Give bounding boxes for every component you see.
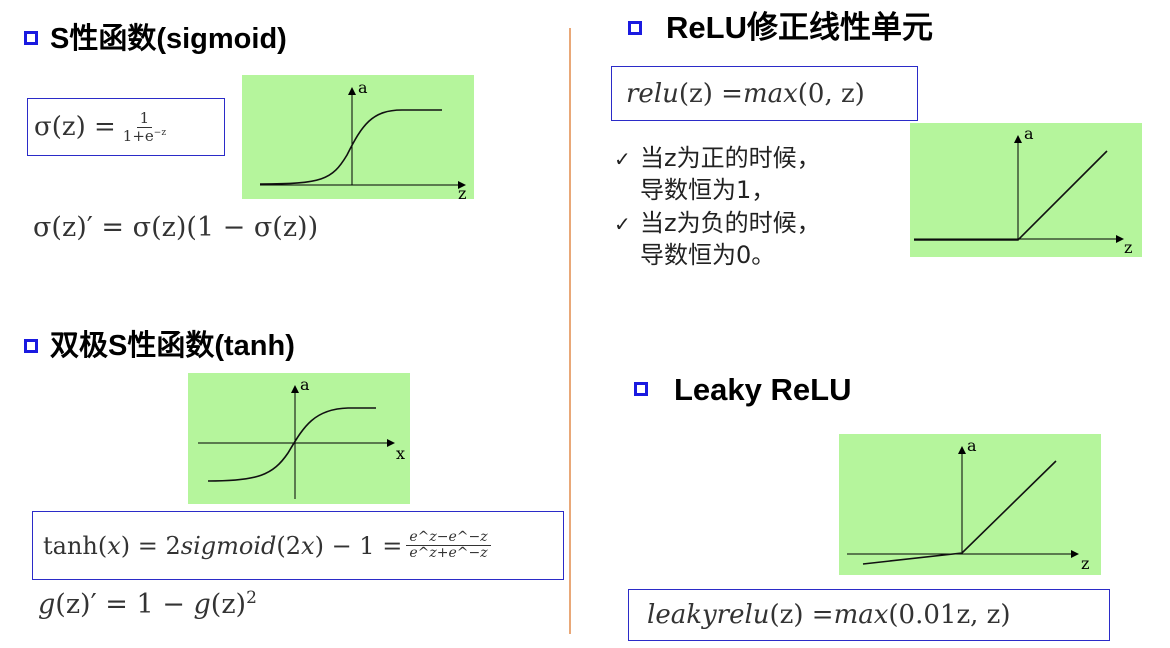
tanh-bullet xyxy=(24,339,38,353)
relu-formula-args: (0, z) xyxy=(797,78,865,109)
relu-note-item: 导数恒为1， xyxy=(614,174,821,206)
tanh-deriv-exp: 2 xyxy=(246,588,257,608)
leaky-ylabel: a xyxy=(967,436,977,455)
relu-note-item: ✓ 当z为负的时候， xyxy=(614,207,821,239)
tanh-formula-arg: (2 xyxy=(276,531,302,560)
relu-note-text: 导数恒为1， xyxy=(640,176,776,205)
relu-graph: a z xyxy=(910,123,1142,257)
tanh-deriv-g2: g xyxy=(193,589,211,620)
sigmoid-formula-den-base: 1+e xyxy=(122,126,154,145)
relu-xlabel: z xyxy=(1124,238,1132,257)
sigmoid-formula-lhs: σ(z) = xyxy=(34,112,116,142)
tanh-curve xyxy=(207,407,376,482)
leaky-heading: Leaky ReLU xyxy=(674,372,852,407)
sigmoid-xlabel: z xyxy=(458,184,466,199)
relu-curve xyxy=(914,150,1108,241)
relu-formula: relu(z) = max(0, z) xyxy=(611,66,918,121)
tanh-ylabel: a xyxy=(300,375,310,394)
relu-heading: ReLU修正线性单元 xyxy=(666,10,933,45)
tanh-graph-svg: a x xyxy=(198,375,405,499)
leaky-formula-name: leakyrelu xyxy=(647,600,770,630)
tanh-formula-x: x xyxy=(107,531,121,560)
leaky-curve xyxy=(862,460,1057,565)
leaky-graph: a z xyxy=(839,434,1101,575)
relu-formula-max: max xyxy=(742,78,798,109)
sigmoid-ylabel: a xyxy=(358,78,368,97)
leaky-formula-args: (0.01z, z) xyxy=(888,600,1011,630)
sigmoid-derivative: σ(z)′ = σ(z)(1 − σ(z)) xyxy=(33,212,319,243)
tanh-formula-fraction: e^z−e^−z e^z+e^−z xyxy=(406,529,491,562)
leaky-formula-eq: (z) = xyxy=(769,600,834,630)
tanh-formula-lhs: tanh( xyxy=(43,531,108,560)
relu-bullet xyxy=(628,21,642,35)
relu-graph-svg: a z xyxy=(914,124,1132,257)
sigmoid-formula-num: 1 xyxy=(136,110,153,128)
sigmoid-graph-svg: a z xyxy=(259,78,466,199)
tanh-formula-den: e^z+e^−z xyxy=(409,545,488,561)
tanh-deriv-b: (z) xyxy=(210,589,247,620)
tanh-deriv-a: (z)′ = 1 − xyxy=(55,589,194,620)
tanh-derivative: g(z)′ = 1 − g(z)2 xyxy=(38,588,257,620)
sigmoid-curve xyxy=(259,109,442,185)
tanh-formula-num: e^z−e^−z xyxy=(406,529,491,546)
check-icon: ✓ xyxy=(614,147,631,171)
section-divider xyxy=(569,28,571,634)
sigmoid-graph: a z xyxy=(242,75,474,199)
tanh-xlabel: x xyxy=(396,444,405,463)
tanh-formula-end: ) − 1 = xyxy=(314,531,403,560)
relu-note-item: ✓ 当z为正的时候， xyxy=(614,142,821,174)
leaky-formula-max: max xyxy=(833,600,889,630)
relu-formula-eq: (z) = xyxy=(678,78,743,109)
relu-note-item: 导数恒为0。 xyxy=(614,239,821,271)
relu-formula-relu: relu xyxy=(626,78,679,109)
leaky-xlabel: z xyxy=(1081,554,1089,573)
tanh-formula-sigmoid: sigmoid xyxy=(180,531,277,560)
tanh-formula-mid: ) = 2 xyxy=(120,531,181,560)
relu-note-text: 导数恒为0。 xyxy=(640,241,776,270)
tanh-graph: a x xyxy=(188,373,410,504)
sigmoid-formula: σ(z) = 1 1+e−z xyxy=(27,98,225,156)
sigmoid-formula-fraction: 1 1+e−z xyxy=(120,110,169,144)
relu-note-text: 当z为正的时候， xyxy=(640,144,821,172)
leaky-graph-svg: a z xyxy=(847,436,1089,573)
relu-note-text: 当z为负的时候， xyxy=(640,208,821,237)
check-icon: ✓ xyxy=(614,211,631,236)
tanh-heading: 双极S性函数(tanh) xyxy=(50,330,295,362)
relu-notes: ✓ 当z为正的时候， 导数恒为1， ✓ 当z为负的时候， 导数恒为0。 xyxy=(614,142,821,272)
leaky-formula: leakyrelu(z) = max(0.01z, z) xyxy=(628,589,1110,641)
tanh-deriv-g1: g xyxy=(38,589,56,620)
sigmoid-formula-den-exp: −z xyxy=(153,127,167,138)
sigmoid-bullet xyxy=(24,31,38,45)
leaky-bullet xyxy=(634,382,648,396)
sigmoid-heading: S性函数(sigmoid) xyxy=(50,23,287,55)
tanh-formula-arg-x: x xyxy=(301,531,315,560)
relu-ylabel: a xyxy=(1024,124,1034,143)
sigmoid-formula-den: 1+e−z xyxy=(120,126,169,145)
